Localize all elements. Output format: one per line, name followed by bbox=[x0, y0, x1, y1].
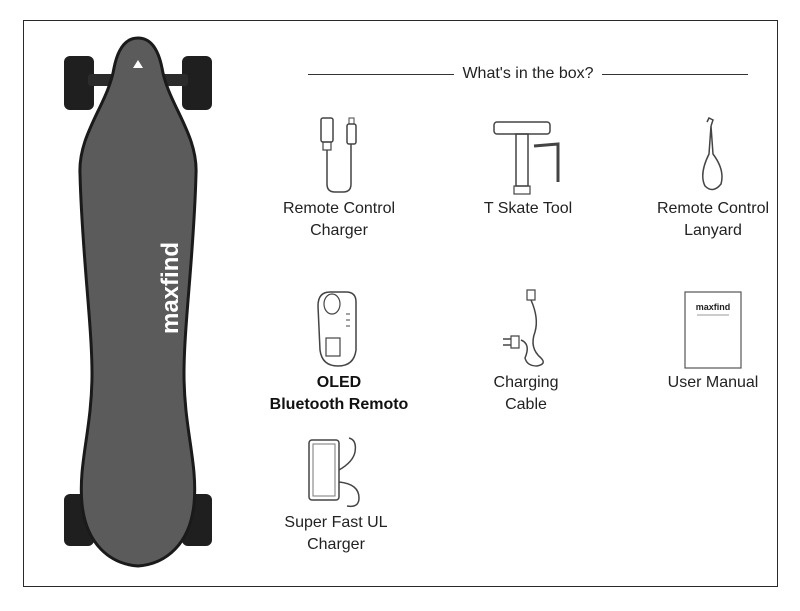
skateboard-image: maxfind bbox=[58, 34, 218, 574]
content-frame bbox=[23, 20, 778, 587]
item-label-line2: Bluetooth Remoto bbox=[269, 396, 409, 413]
item-remote-control-charger: Remote Control Charger bbox=[268, 114, 410, 242]
manual-icon: maxfind bbox=[684, 291, 742, 369]
item-label-line1: T Skate Tool bbox=[483, 200, 573, 217]
item-label-line2: Charger bbox=[310, 222, 368, 239]
remote-icon bbox=[317, 291, 357, 367]
skateboard-icon: maxfind bbox=[64, 36, 212, 568]
item-label-line1: Remote Control bbox=[282, 200, 396, 217]
item-label-line1: Charging bbox=[493, 374, 559, 391]
item-label-line1: Super Fast UL bbox=[284, 514, 388, 531]
item-user-manual: maxfind User Manual bbox=[650, 288, 776, 394]
item-label-line2: Charger bbox=[307, 536, 365, 553]
manual-brand-text: maxfind bbox=[696, 302, 731, 312]
item-label-line2: Cable bbox=[505, 396, 547, 413]
heading-rule-left bbox=[308, 73, 455, 75]
item-super-fast-ul-charger: Super Fast UL Charger bbox=[266, 432, 406, 556]
board-brand-text: maxfind bbox=[157, 242, 184, 334]
lanyard-icon bbox=[702, 116, 723, 191]
item-label-line2: Lanyard bbox=[684, 222, 742, 239]
charging-cable-icon bbox=[503, 289, 544, 367]
item-oled-bluetooth-remote: OLED Bluetooth Remoto bbox=[262, 288, 416, 416]
heading-rule-right bbox=[601, 73, 748, 75]
t-tool-icon bbox=[493, 121, 560, 195]
item-label-line1: User Manual bbox=[667, 374, 759, 391]
heading-text: What's in the box? bbox=[462, 65, 594, 82]
power-brick-icon bbox=[308, 437, 360, 508]
item-label-line1: OLED bbox=[316, 374, 362, 391]
item-label-line1: Remote Control bbox=[656, 200, 770, 217]
item-t-skate-tool: T Skate Tool bbox=[460, 114, 596, 220]
item-remote-control-lanyard: Remote Control Lanyard bbox=[645, 114, 781, 242]
usb-cable-icon bbox=[320, 117, 357, 193]
item-charging-cable: Charging Cable bbox=[470, 288, 582, 416]
section-heading: What's in the box? bbox=[308, 64, 748, 84]
